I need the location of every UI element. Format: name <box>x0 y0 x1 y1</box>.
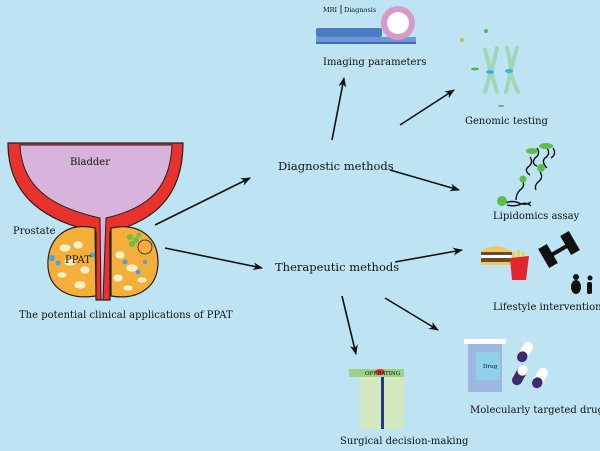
operating-sign-label: OPERATING <box>365 371 400 377</box>
arrow-to-therapeutic <box>164 247 263 271</box>
immune-cells <box>49 252 147 275</box>
prostate-label: Prostate <box>13 226 56 237</box>
diagnosis-label: Diagnosis <box>344 6 376 14</box>
genomic-dots <box>460 29 513 107</box>
drug-bottle-icon <box>464 339 506 392</box>
drug-label: Drug <box>483 364 498 370</box>
bladder-label: Bladder <box>70 157 110 168</box>
arrow-to-diagnostic <box>154 177 251 226</box>
arrow-to-imaging <box>331 77 347 141</box>
chromosome-icon <box>483 46 520 94</box>
lipid-molecules-icon <box>504 147 556 207</box>
prostate-right-lobe <box>110 226 159 298</box>
molecularly-targeted-drugs-caption: Molecularly targeted drugs <box>470 405 600 416</box>
arrows <box>154 77 463 355</box>
mri-label: MRI <box>323 6 338 14</box>
main-caption: The potential clinical applications of P… <box>19 310 233 321</box>
operating-room-door-icon <box>349 369 404 429</box>
tumor-cells <box>127 232 142 247</box>
genomic-testing-caption: Genomic testing <box>465 116 549 127</box>
lipid-heads <box>497 143 553 206</box>
arrow-to-lifestyle <box>394 247 463 263</box>
bladder <box>19 144 173 301</box>
therapeutic-methods-label: Therapeutic methods <box>275 260 399 274</box>
arrow-to-surgery <box>341 295 358 355</box>
dumbbell-icon <box>538 230 580 269</box>
lifestyle-interventions-caption: Lifestyle interventions <box>493 302 600 313</box>
burger-icon <box>480 246 513 265</box>
arrow-to-lipidomics <box>389 169 460 192</box>
people-icon <box>571 274 593 294</box>
bladder-prostate-illustration: Bladder Prostate PPAT The potential clin… <box>7 142 233 321</box>
mri-scanner-icon <box>316 6 416 44</box>
surgical-decision-making-caption: Surgical decision-making <box>340 436 469 447</box>
arrow-to-genomic <box>399 89 455 126</box>
lipidomics-assay-caption: Lipidomics assay <box>493 211 580 222</box>
capsules-icon <box>512 341 548 389</box>
diagnostic-methods-label: Diagnostic methods <box>278 159 394 173</box>
adipocytes <box>56 240 148 292</box>
imaging-parameters-caption: Imaging parameters <box>323 57 426 68</box>
arrow-to-drugs <box>384 297 439 331</box>
fries-icon <box>510 250 529 280</box>
tumor-outline <box>137 239 153 255</box>
ppat-label: PPAT <box>65 255 91 266</box>
